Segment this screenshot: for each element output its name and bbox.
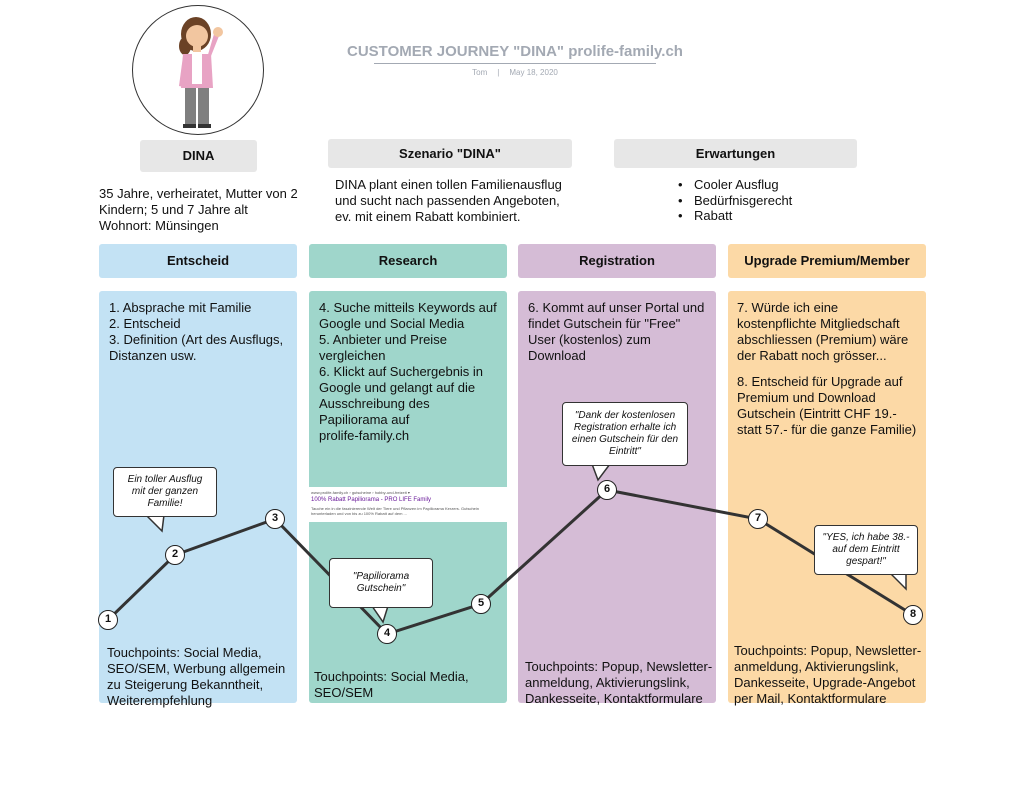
date: May 18, 2020 <box>509 68 558 77</box>
steps-upgrade: 7. Würde ich eine kostenpflichte Mitglie… <box>737 300 922 438</box>
bubble-tail <box>590 463 612 482</box>
steps-research: 4. Suche mitteils Keywords auf Google un… <box>319 300 504 444</box>
woman-waving-icon <box>179 17 223 128</box>
author: Tom <box>472 68 488 77</box>
step-line: kostenpflichte Mitgliedschaft <box>737 316 900 331</box>
touchpoint-line: anmeldung, Aktivierungslink, <box>525 675 690 690</box>
journey-node: 1 <box>98 610 118 630</box>
steps-entscheid: 1. Absprache mit Familie 2. Entscheid 3.… <box>109 300 294 364</box>
bubble-tail <box>144 514 165 533</box>
step-line: der Rabatt noch grösser... <box>737 348 887 363</box>
journey-node: 7 <box>748 509 768 529</box>
persona-avatar <box>132 5 264 135</box>
step-line: Papiliorama auf <box>319 412 410 427</box>
step-line: Distanzen usw. <box>109 348 197 363</box>
step-line: 5. Anbieter und Preise <box>319 332 447 347</box>
search-result-title: 100% Rabatt Papiliorama - PRO LIFE Famil… <box>311 497 432 503</box>
touchpoints-registration: Touchpoints: Popup, Newsletter- anmeldun… <box>525 659 715 707</box>
persona-line: Wohnort: Münsingen <box>99 218 219 233</box>
touchpoint-line: Touchpoints: Social Media, <box>107 645 262 660</box>
meta-separator: | <box>497 68 500 77</box>
touchpoint-line: zu Steigerung Bekanntheit, <box>107 677 264 692</box>
step-line: 1. Absprache mit Familie <box>109 300 252 315</box>
persona-label: DINA <box>140 140 257 172</box>
step-line: 7. Würde ich eine <box>737 300 839 315</box>
search-result-url: www.prolife-family.ch › gutscheine › hob… <box>311 490 410 495</box>
expectation-item: Rabatt <box>678 208 858 224</box>
expectation-item: Cooler Ausflug <box>678 177 858 193</box>
touchpoint-line: SEO/SEM, Werbung allgemein <box>107 661 286 676</box>
touchpoint-line: Weiterempfehlung <box>107 693 213 708</box>
step-line: Gutschein (Eintritt CHF 19.- <box>737 406 897 421</box>
search-result-snippet: www.prolife-family.ch › gutscheine › hob… <box>308 487 507 522</box>
touchpoint-line: SEO/SEM <box>314 685 374 700</box>
phase-header-research: Research <box>309 244 507 278</box>
touchpoint-line: per Mail, Kontaktformulare <box>734 691 887 706</box>
step-line: vergleichen <box>319 348 386 363</box>
journey-node: 6 <box>597 480 617 500</box>
touchpoints-upgrade: Touchpoints: Popup, Newsletter- anmeldun… <box>734 643 924 707</box>
persona-line: Kindern; 5 und 7 Jahre alt <box>99 202 248 217</box>
step-line: Google und Social Media <box>319 316 465 331</box>
phase-header-upgrade: Upgrade Premium/Member <box>728 244 926 278</box>
step-line: 4. Suche mitteils Keywords auf <box>319 300 497 315</box>
phase-column-registration <box>518 291 716 703</box>
bubble-tail <box>888 572 907 591</box>
expectation-item: Bedürfnisgerecht <box>678 193 858 209</box>
step-line: Premium und Download <box>737 390 876 405</box>
quote-bubble: "Dank der kostenlosen Registration erhal… <box>562 402 688 466</box>
journey-node: 3 <box>265 509 285 529</box>
step-line: statt 57.- für die ganze Familie) <box>737 422 917 437</box>
phase-header-registration: Registration <box>518 244 716 278</box>
step-line: findet Gutschein für "Free" <box>528 316 681 331</box>
step-line: abschliessen (Premium) wäre <box>737 332 909 347</box>
journey-line <box>106 488 914 636</box>
scenario-line: und sucht nach passenden Angeboten, <box>335 193 560 208</box>
step-line: prolife-family.ch <box>319 428 410 443</box>
step-line: Google und gelangt auf die <box>319 380 476 395</box>
touchpoint-line: Touchpoints: Popup, Newsletter- <box>525 659 713 674</box>
touchpoints-entscheid: Touchpoints: Social Media, SEO/SEM, Werb… <box>107 645 295 709</box>
quote-bubble: Ein toller Ausflug mit der ganzen Famili… <box>113 467 217 517</box>
touchpoints-research: Touchpoints: Social Media, SEO/SEM <box>314 669 502 701</box>
phase-column-upgrade <box>728 291 926 703</box>
step-line: 2. Entscheid <box>109 316 181 331</box>
step-line: Download <box>528 348 586 363</box>
step-line: 3. Definition (Art des Ausflugs, <box>109 332 284 347</box>
meta-line: Tom | May 18, 2020 <box>440 68 590 77</box>
step-line: 8. Entscheid für Upgrade auf <box>737 374 903 389</box>
step-line: 6. Kommt auf unser Portal und <box>528 300 705 315</box>
step-line: Ausschreibung des <box>319 396 430 411</box>
step-line: 6. Klickt auf Suchergebnis in <box>319 364 484 379</box>
journey-node: 5 <box>471 594 491 614</box>
quote-bubble: "YES, ich habe 38.- auf dem Eintritt ges… <box>814 525 918 575</box>
quote-bubble: "Papiliorama Gutschein" <box>329 558 433 608</box>
persona-description: 35 Jahre, verheiratet, Mutter von 2 Kind… <box>99 186 314 234</box>
scenario-description: DINA plant einen tollen Familienausflug … <box>335 177 585 225</box>
touchpoint-line: Touchpoints: Popup, Newsletter- <box>734 643 922 658</box>
scenario-label: Szenario "DINA" <box>328 139 572 168</box>
journey-node: 8 <box>903 605 923 625</box>
scenario-line: ev. mit einem Rabatt kombiniert. <box>335 209 521 224</box>
search-result-description: Tauche ein in die faszinierende Welt der… <box>311 506 480 516</box>
expectations-label: Erwartungen <box>614 139 857 168</box>
steps-registration: 6. Kommt auf unser Portal und findet Gut… <box>528 300 713 364</box>
title-underline <box>374 63 656 64</box>
touchpoint-line: Touchpoints: Social Media, <box>314 669 469 684</box>
touchpoint-line: anmeldung, Aktivierungslink, <box>734 659 899 674</box>
persona-line: 35 Jahre, verheiratet, Mutter von 2 <box>99 186 298 201</box>
scenario-line: DINA plant einen tollen Familienausflug <box>335 177 562 192</box>
expectations-list: Cooler Ausflug Bedürfnisgerecht Rabatt <box>678 177 858 224</box>
phase-header-entscheid: Entscheid <box>99 244 297 278</box>
journey-node: 4 <box>377 624 397 644</box>
step-line: User (kostenlos) zum <box>528 332 651 347</box>
touchpoint-line: Dankesseite, Kontaktformulare <box>525 691 703 706</box>
touchpoint-line: Dankesseite, Upgrade-Angebot <box>734 675 916 690</box>
journey-node: 2 <box>165 545 185 565</box>
page-title: CUSTOMER JOURNEY "DINA" prolife-family.c… <box>347 43 683 60</box>
